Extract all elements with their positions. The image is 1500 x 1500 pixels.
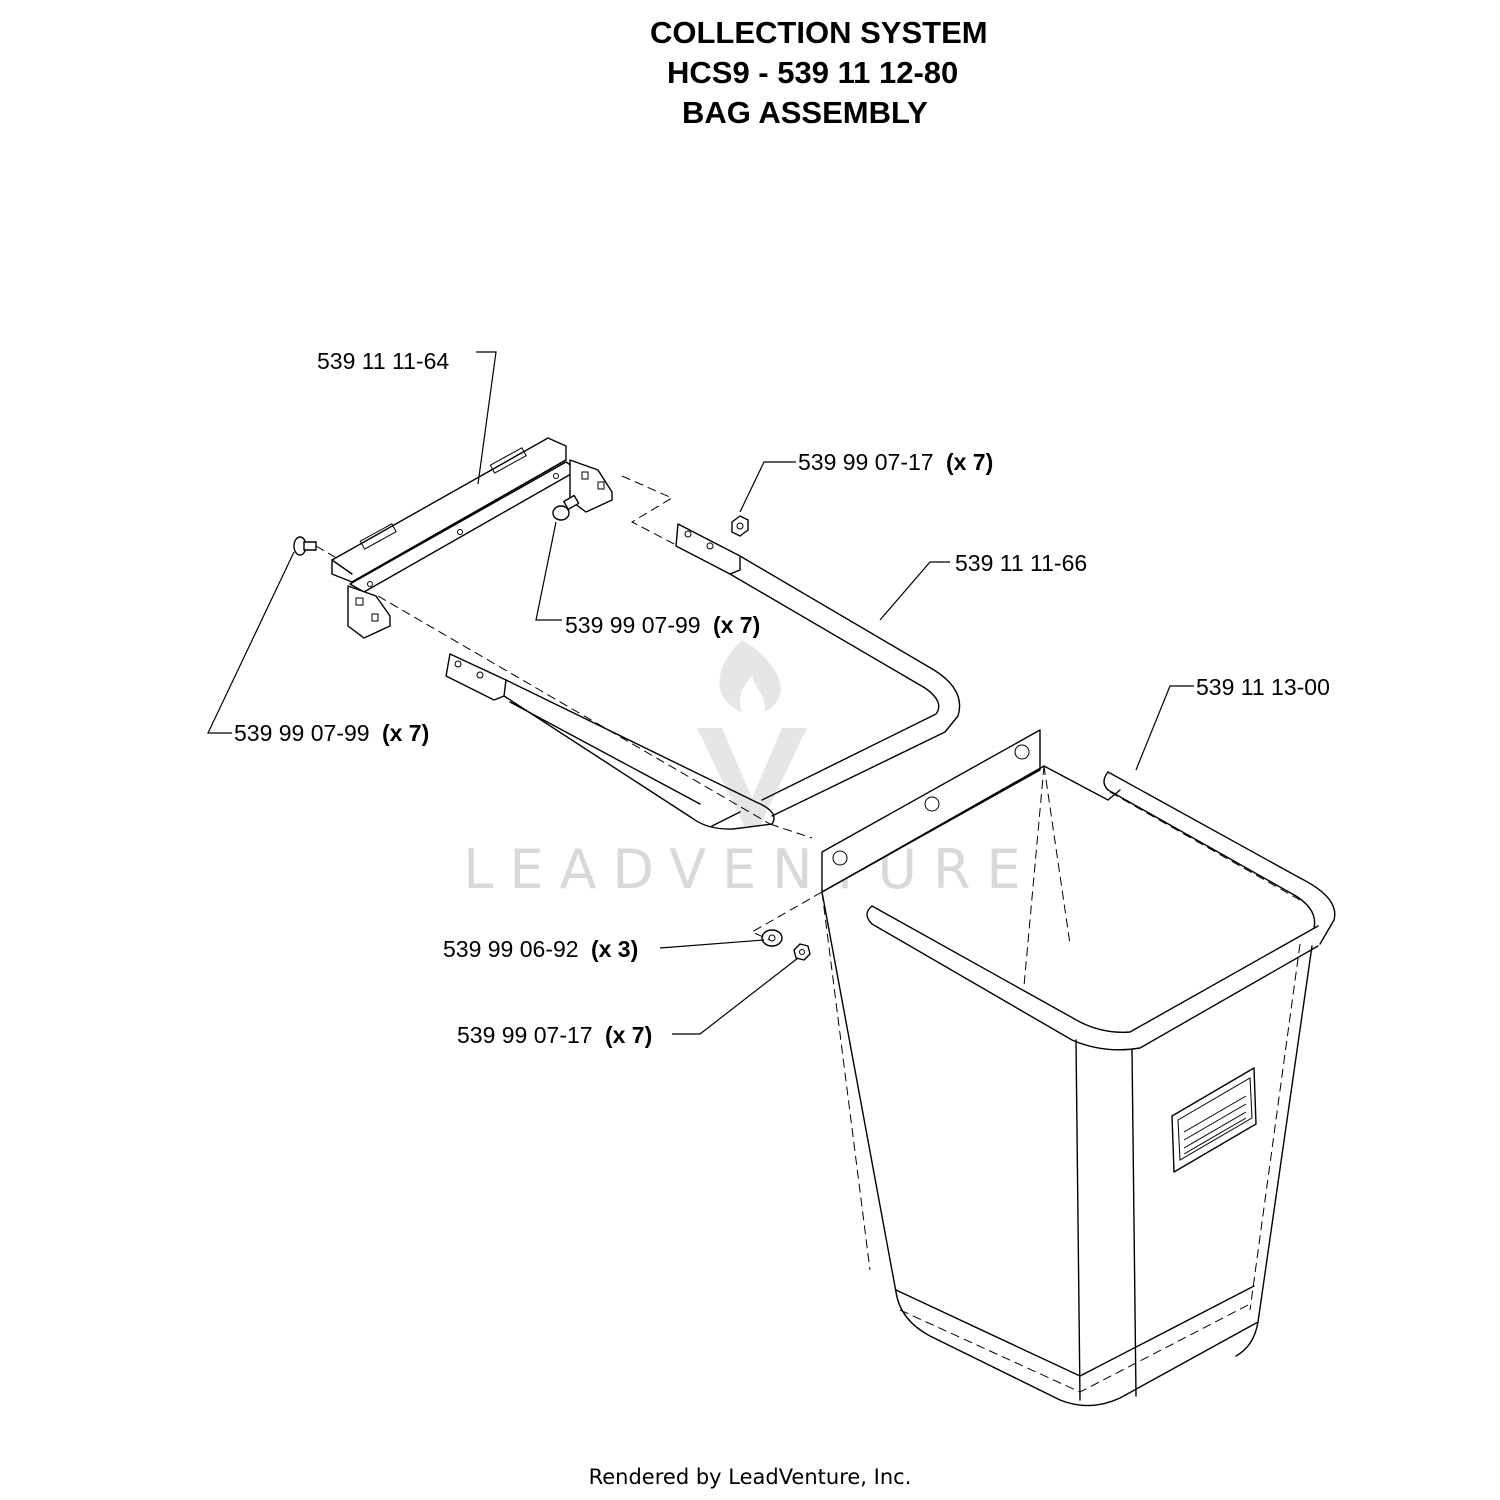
- callout-nut-bottom-qty: (x 7): [605, 1022, 652, 1048]
- callout-bag: 539 11 13-00: [1196, 674, 1330, 700]
- flame-v-logo-icon: [697, 640, 807, 826]
- callout-nut-bottom-part: 539 99 07-17: [457, 1022, 593, 1048]
- callout-washer-part: 539 99 06-92: [443, 936, 579, 962]
- leader-lines: [207, 351, 1194, 1035]
- watermark-brand: LEADVENTURE: [463, 838, 1036, 901]
- callout-washer-qty: (x 3): [591, 936, 638, 962]
- bag-part: [821, 729, 1336, 1407]
- callout-nut-top: 539 99 07-17 (x 7): [798, 449, 993, 475]
- callout-bracket-part: 539 11 11-64: [317, 348, 449, 374]
- title-line-1: COLLECTION SYSTEM: [650, 15, 988, 50]
- tube-frame-part: [445, 523, 961, 830]
- callout-washer: 539 99 06-92 (x 3): [443, 936, 638, 962]
- title-line-2: HCS9 - 539 11 12-80: [667, 55, 959, 90]
- callout-bolt-mid: 539 99 07-99 (x 7): [565, 612, 760, 638]
- callout-nut-bottom: 539 99 07-17 (x 7): [457, 1022, 652, 1048]
- callout-frame-part: 539 11 11-66: [955, 550, 1087, 576]
- title-line-3: BAG ASSEMBLY: [682, 95, 928, 130]
- nut-top-part: [731, 515, 749, 537]
- assembly-dashed-lines: [315, 475, 823, 941]
- callout-bolt-left-qty: (x 7): [382, 720, 429, 746]
- bolt-mid-part: [552, 494, 580, 521]
- callout-nut-top-part: 539 99 07-17: [798, 449, 934, 475]
- callout-frame: 539 11 11-66: [955, 550, 1087, 576]
- warning-label-icon: [1171, 1067, 1257, 1173]
- callout-bracket: 539 11 11-64: [317, 348, 449, 374]
- callout-bag-part: 539 11 13-00: [1196, 674, 1330, 700]
- watermark: LEADVENTURE: [463, 640, 1036, 901]
- bolt-left-part: [293, 536, 317, 556]
- washer-part: [761, 929, 783, 947]
- callout-bolt-mid-qty: (x 7): [713, 612, 760, 638]
- footer-credit: Rendered by LeadVenture, Inc.: [588, 1465, 912, 1489]
- callout-bolt-left-part: 539 99 07-99: [234, 720, 370, 746]
- callout-nut-top-qty: (x 7): [946, 449, 993, 475]
- callout-bolt-left: 539 99 07-99 (x 7): [234, 720, 429, 746]
- callout-bolt-mid-part: 539 99 07-99: [565, 612, 701, 638]
- mounting-bracket-part: [331, 437, 613, 639]
- nut-bottom-part: [793, 943, 811, 961]
